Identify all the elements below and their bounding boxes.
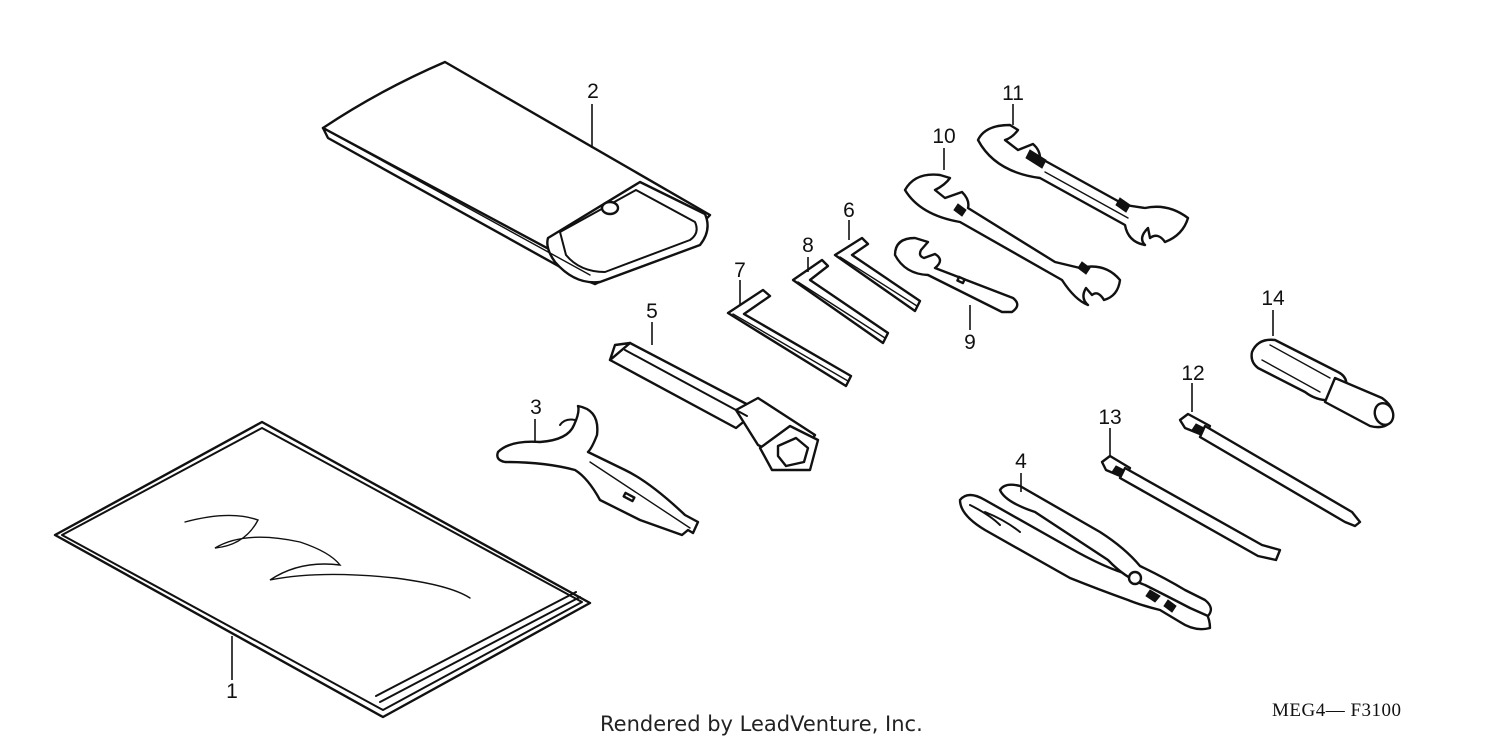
hook-spanner-wrench[interactable] [496,404,700,537]
callout-8: 8 [802,234,814,257]
leader-lines [231,104,1274,680]
callout-13: 13 [1098,406,1121,429]
hex-key-6[interactable] [833,236,922,313]
figure-code: MEG4— F3100 [1272,700,1402,721]
callout-11: 11 [1002,82,1024,105]
open-end-wrench-9[interactable] [893,236,1019,314]
open-end-wrench-10[interactable] [903,173,1122,307]
callout-14: 14 [1261,287,1285,310]
open-end-wrench-11[interactable] [976,123,1190,247]
flat-screwdriver-shaft[interactable] [1100,454,1282,562]
spark-plug-socket-wrench[interactable] [608,341,820,472]
callout-labels: 1 2 3 4 5 6 7 8 9 10 11 12 13 14 [226,80,1285,703]
callout-3: 3 [530,396,542,419]
callout-4: 4 [1015,450,1027,473]
owners-manual-envelope[interactable] [53,420,592,719]
phillips-screwdriver-shaft[interactable] [1178,412,1362,528]
tool-bag[interactable] [321,60,712,286]
callout-7: 7 [734,259,746,282]
callout-5: 5 [646,300,658,323]
hex-key-7[interactable] [726,288,853,388]
screwdriver-handle[interactable] [1250,338,1397,429]
pliers[interactable] [958,483,1213,631]
callout-2: 2 [587,80,599,103]
callout-1: 1 [226,680,238,703]
rendered-by-credit: Rendered by LeadVenture, Inc. [600,712,923,736]
callout-12: 12 [1181,362,1204,385]
callout-9: 9 [964,331,976,354]
hex-key-8[interactable] [791,258,890,345]
callout-6: 6 [843,199,855,222]
callout-10: 10 [932,125,955,148]
